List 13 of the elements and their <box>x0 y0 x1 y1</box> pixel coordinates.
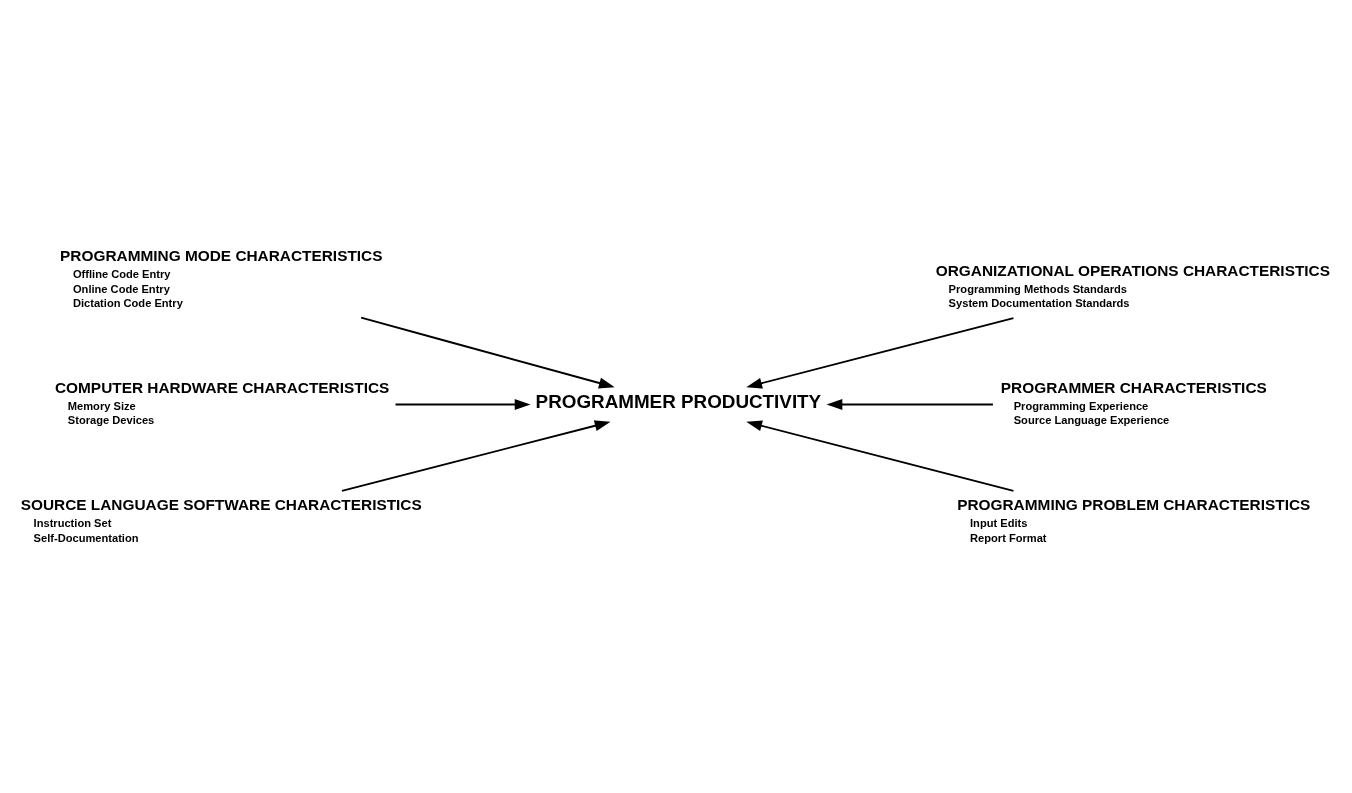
arrow <box>826 398 994 410</box>
arrow <box>360 316 615 388</box>
node-text: PROGRAMMING PROBLEM CHARACTERISTICS Input Edits Report Format <box>957 495 1311 544</box>
node-text: PROGRAMMER CHARACTERISTICS Programming Experience Source Language Experience <box>1000 378 1267 426</box>
arrow <box>394 398 531 410</box>
arrow <box>341 419 611 492</box>
node-text: PROGRAMMING MODE CHARACTERISTICS Offline Code Entry Online Code Entry Dictation Code Entry <box>60 246 383 309</box>
node-text: PROGRAMMER PRODUCTIVITY <box>535 390 822 412</box>
arrow <box>746 419 1015 492</box>
node-text: SOURCE LANGUAGE SOFTWARE CHARACTERISTICS Instruction Set Self-Documentation <box>20 495 422 544</box>
node-text: ORGANIZATIONAL OPERATIONS CHARACTERISTICS Programming Methods Standards System Documentation Standards <box>935 261 1330 309</box>
node-text: COMPUTER HARDWARE CHARACTERISTICS Memory Size Storage Devices <box>54 378 390 426</box>
arrow <box>746 316 1015 389</box>
